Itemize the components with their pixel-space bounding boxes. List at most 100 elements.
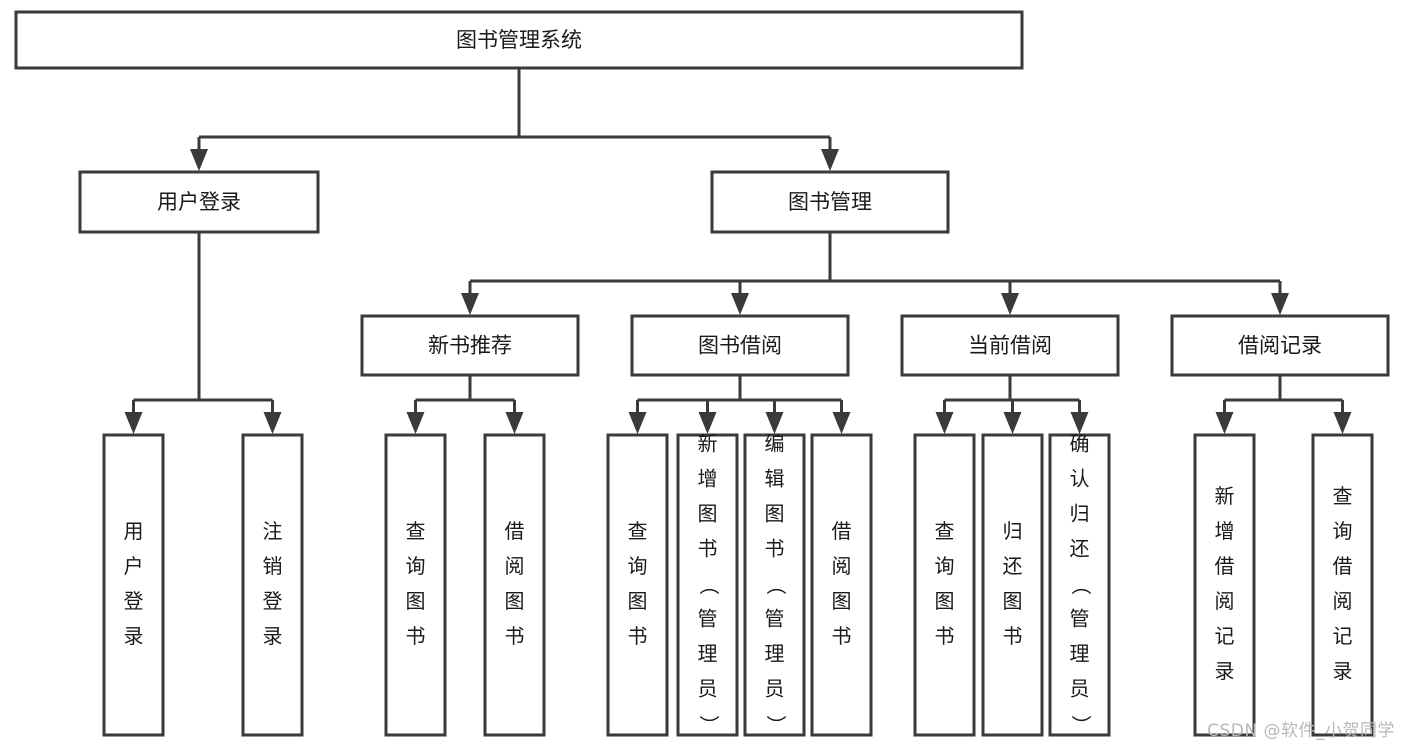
node-label-char: 员 [698,677,718,701]
edge-arrowhead [628,412,647,434]
node-label-char: 阅 [1333,589,1353,613]
node-leaf-br-query-book[interactable]: 查询图书查询图书 [606,433,669,737]
node-leaf-logout[interactable]: 注销登录注销登录 [241,433,304,737]
edge-arrowhead [505,412,524,434]
node-label-char: 管 [698,607,718,631]
node-l2-book-manage[interactable]: 图书管理 [710,170,950,234]
node-label-char: 书 [765,537,785,561]
node-label-char: 归 [1070,502,1090,526]
node-label-char: 借 [505,519,525,543]
node-label-char: 理 [765,642,785,666]
node-label-char: 书 [505,624,525,648]
node-root[interactable]: 图书管理系统 [14,10,1024,70]
node-label-char: ） [1069,715,1093,735]
node-label: 图书借阅 [698,334,782,358]
node-label-char: 理 [1070,642,1090,666]
node-label-char: 辑 [765,467,785,491]
node-box [913,433,976,737]
node-label-char: 书 [832,624,852,648]
node-leaf-cur-query-book[interactable]: 查询图书查询图书 [913,433,976,737]
edge-arrowhead [1271,293,1289,315]
node-leaf-rec-add-record[interactable]: 新增借阅记录新增借阅记录 [1193,433,1256,737]
nodes-layer: 图书管理系统用户登录图书管理新书推荐图书借阅当前借阅借阅记录用户登录用户登录注销… [14,10,1390,737]
node-label-char: 户 [124,554,144,578]
node-label-char: 阅 [1215,589,1235,613]
edge-arrowhead [190,149,208,171]
node-label: 用户登录 [157,190,241,214]
node-label-char: 归 [1003,519,1023,543]
node-leaf-rec-query-book[interactable]: 查询图书查询图书 [384,433,447,737]
node-label-char: 书 [406,624,426,648]
edge-arrowhead [263,412,282,434]
node-l3-new-book-rec[interactable]: 新书推荐 [360,314,580,377]
node-label-char: 借 [832,519,852,543]
node-label-char: ） [697,715,721,735]
node-box [606,433,669,737]
node-label-char: 还 [1003,554,1023,578]
node-label-char: 图 [832,589,852,613]
node-leaf-cur-return-book[interactable]: 归还图书归还图书 [981,433,1044,737]
node-label-char: 图 [505,589,525,613]
node-label-char: 登 [263,589,283,613]
node-label-char: 确 [1070,432,1090,456]
node-leaf-br-borrow-book[interactable]: 借阅图书借阅图书 [810,433,873,737]
node-label-char: 书 [1003,624,1023,648]
node-box [78,170,320,234]
node-l3-borrow-record[interactable]: 借阅记录 [1170,314,1390,377]
edge-arrowhead [406,412,425,434]
node-label-char: 阅 [505,554,525,578]
node-label-char: 编 [765,432,785,456]
node-label: 当前借阅 [968,334,1052,358]
node-label-char: 书 [935,624,955,648]
edge-arrowhead [1001,293,1019,315]
node-label-char: 增 [1215,519,1235,543]
node-leaf-rec-query-record[interactable]: 查询借阅记录查询借阅记录 [1311,433,1374,737]
node-label-char: 查 [1333,484,1353,508]
node-label-char: 查 [406,519,426,543]
node-leaf-rec-borrow-book[interactable]: 借阅图书借阅图书 [483,433,546,737]
node-label-char: 录 [1333,659,1353,683]
node-box [14,10,1024,70]
node-box [1311,433,1374,737]
edge-arrowhead [1333,412,1352,434]
node-label-char: 注 [263,519,283,543]
node-box [384,433,447,737]
node-l3-current-borrow[interactable]: 当前借阅 [900,314,1120,377]
node-label-char: 管 [1070,607,1090,631]
node-label-char: 询 [1333,519,1353,543]
node-label-char: 记 [1215,624,1235,648]
node-l2-user-login[interactable]: 用户登录 [78,170,320,234]
node-label-char: 用 [124,519,144,543]
edge-arrowhead [935,412,954,434]
node-label-char: 认 [1070,467,1090,491]
node-label-char: 查 [935,519,955,543]
node-label-char: 新 [1215,484,1235,508]
node-label-char: （ [764,575,788,595]
edge-arrowhead [821,149,839,171]
node-l3-book-borrow[interactable]: 图书借阅 [630,314,850,377]
node-box [710,170,950,234]
node-label-char: 图 [935,589,955,613]
node-leaf-user-login[interactable]: 用户登录用户登录 [102,433,165,737]
edge-arrowhead [461,293,479,315]
node-label: 图书管理系统 [456,28,582,52]
node-box [1193,433,1256,737]
csdn-watermark: CSDN @软件_小贺同学 [1207,721,1395,741]
node-box [102,433,165,737]
node-label-char: （ [1069,575,1093,595]
node-label-char: 管 [765,607,785,631]
edge-arrowhead [1215,412,1234,434]
node-box [743,433,806,737]
node-box [900,314,1120,377]
node-label-char: 登 [124,589,144,613]
node-label-char: 图 [765,502,785,526]
node-box [981,433,1044,737]
node-label-char: 图 [628,589,648,613]
node-label-char: 录 [1215,659,1235,683]
edge-arrowhead [124,412,143,434]
